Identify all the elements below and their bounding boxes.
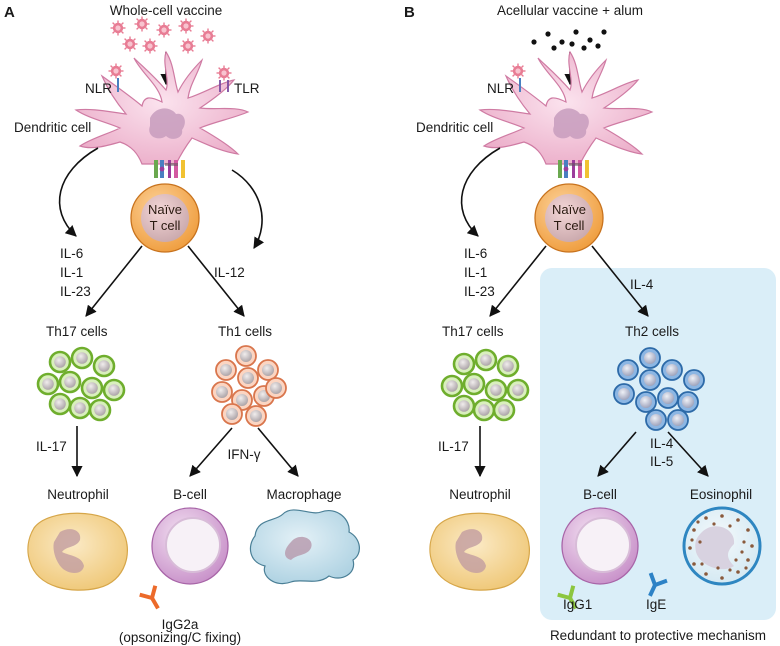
- nlr-receptor-icon-b: [509, 62, 527, 92]
- panel-a-letter: A: [4, 4, 15, 21]
- dendritic-cell-b: [479, 51, 653, 165]
- eosinophil-label: Eosinophil: [690, 487, 752, 502]
- il17-label: IL-17: [36, 439, 67, 454]
- cytokine-il23-b: IL-23: [464, 284, 495, 299]
- naive-to-th17-arrow: [85, 245, 143, 317]
- panel-a-stimulus: Whole-cell vaccine: [110, 3, 223, 18]
- nlr-label-b: NLR: [487, 81, 514, 96]
- redundant-box-caption: Redundant to protective mechanism: [550, 628, 766, 643]
- panel-b: B Acellular vaccine + alum NLR Dendritic…: [404, 3, 762, 615]
- neutrophil-label: Neutrophil: [47, 487, 109, 502]
- cytokine-il23: IL-23: [60, 284, 91, 299]
- naive-to-th2-arrow: [591, 245, 649, 317]
- igg2a-antibody-icon: [137, 583, 168, 615]
- panel-a: A Whole-cell vaccine NLR TLR Dendritic c…: [4, 3, 361, 645]
- igg2a-label: IgG2a: [162, 617, 199, 632]
- macrophage-label: Macrophage: [266, 487, 341, 502]
- bcell-cell-b: [561, 507, 639, 585]
- cytokine-il1: IL-1: [60, 265, 83, 280]
- panel-b-letter: B: [404, 4, 415, 21]
- naive-t-cell-label-b2: T cell: [554, 218, 585, 233]
- dc-to-right-cytokine-arrow: [231, 169, 265, 249]
- macrophage-cell: [249, 509, 361, 585]
- tlr-label: TLR: [234, 81, 260, 96]
- dc-to-left-cytokines-arrow-b: [460, 147, 501, 237]
- naive-to-th1-arrow: [187, 245, 245, 317]
- ifn-gamma-label: IFN-γ: [228, 447, 261, 462]
- th1-to-macrophage-arrow: [257, 427, 299, 477]
- naive-t-cell-label-1: Naïve: [148, 202, 182, 217]
- th17-cell-cluster-b: [440, 348, 530, 422]
- nlr-label: NLR: [85, 81, 112, 96]
- th1-label: Th1 cells: [218, 324, 272, 339]
- bcell-label: B-cell: [173, 487, 207, 502]
- bcell-cell: [151, 507, 229, 585]
- bcell-label-b: B-cell: [583, 487, 617, 502]
- bacteria-cluster: [109, 15, 217, 55]
- th17-label: Th17 cells: [46, 324, 108, 339]
- th2-label: Th2 cells: [625, 324, 679, 339]
- th2-to-eosinophil-arrow: [667, 431, 709, 477]
- dendritic-cell-label: Dendritic cell: [14, 120, 91, 135]
- il17-label-b: IL-17: [438, 439, 469, 454]
- il4-label-b2: IL-4: [650, 436, 674, 451]
- dendritic-cell-label-b: Dendritic cell: [416, 120, 493, 135]
- cytokine-il6: IL-6: [60, 246, 83, 261]
- igg2a-function-label: (opsonizing/C fixing): [119, 630, 241, 645]
- th1-to-bcell-arrow: [189, 427, 233, 477]
- th17-cell-cluster: [36, 346, 126, 422]
- cytokine-il12: IL-12: [214, 265, 245, 280]
- th2-to-bcell-arrow: [597, 431, 637, 477]
- igg1-label: IgG1: [563, 597, 592, 612]
- th17-label-b: Th17 cells: [442, 324, 504, 339]
- neutrophil-cell: [27, 512, 129, 591]
- dc-to-left-cytokines-arrow: [58, 147, 99, 237]
- cytokine-il4-b: IL-4: [630, 277, 654, 292]
- nlr-receptor-icon: [107, 62, 125, 92]
- ige-label: IgE: [646, 597, 666, 612]
- naive-to-th17-arrow-b: [489, 245, 547, 317]
- th1-cell-cluster: [211, 345, 287, 427]
- panel-b-stimulus: Acellular vaccine + alum: [497, 3, 643, 18]
- cytokine-il1-b: IL-1: [464, 265, 487, 280]
- tlr-receptor-icon: [215, 64, 233, 92]
- naive-t-cell-label-b1: Naïve: [552, 202, 586, 217]
- alum-particles: [531, 29, 607, 51]
- cytokine-il6-b: IL-6: [464, 246, 487, 261]
- naive-t-cell-label-2: T cell: [150, 218, 181, 233]
- neutrophil-cell-b: [429, 512, 531, 591]
- il5-label: IL-5: [650, 454, 673, 469]
- neutrophil-label-b: Neutrophil: [449, 487, 511, 502]
- eosinophil-cell: [682, 506, 762, 586]
